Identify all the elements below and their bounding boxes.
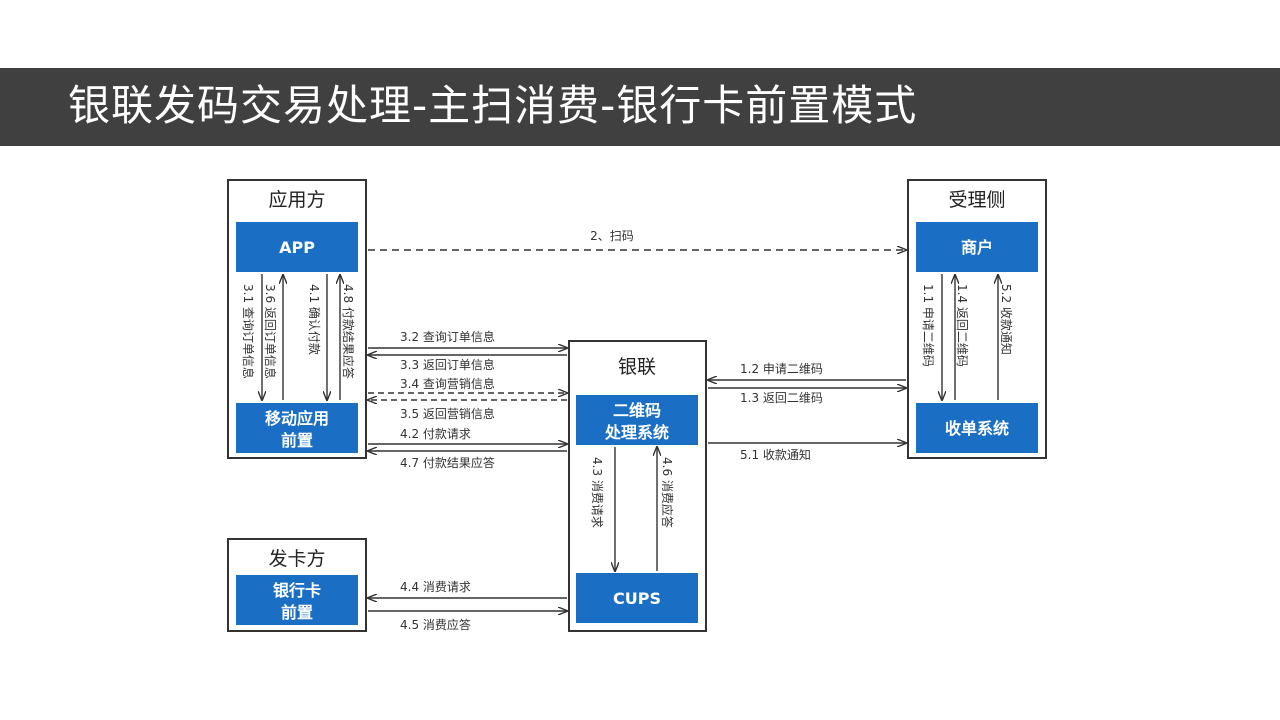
app-side-title: 应用方: [268, 189, 325, 211]
app-box-label: APP: [279, 238, 315, 257]
label-2-scan: 2、扫码: [590, 229, 634, 243]
label-4-5: 4.5 消费应答: [400, 617, 471, 632]
label-4-3: 4.3 消费请求: [590, 457, 604, 528]
bank-card-front-label-2: 前置: [281, 603, 313, 622]
label-4-4: 4.4 消费请求: [400, 580, 471, 594]
label-3-1: 3.1 查询订单信息: [241, 284, 256, 379]
label-5-2: 5.2 收款通知: [999, 284, 1013, 355]
label-3-2: 3.2 查询订单信息: [400, 329, 495, 344]
merchant-box-label: 商户: [961, 238, 993, 257]
label-1-2: 1.2 申请二维码: [740, 362, 823, 376]
acquiring-system-label: 收单系统: [945, 419, 1009, 438]
label-5-1: 5.1 收款通知: [740, 448, 811, 462]
bank-card-front-label-1: 银行卡: [273, 581, 321, 600]
label-3-4: 3.4 查询营销信息: [400, 376, 495, 391]
label-4-8: 4.8 付款结果应答: [341, 284, 356, 379]
label-3-6: 3.6 返回订单信息: [263, 284, 278, 379]
mobile-front-label-1: 移动应用: [265, 409, 329, 428]
bank-card-front-box: [236, 575, 358, 625]
issuer-title: 发卡方: [268, 548, 325, 570]
acquirer-side-title: 受理侧: [948, 189, 1005, 211]
label-1-1: 1.1 申请二维码: [921, 284, 935, 367]
qr-system-box: [576, 395, 698, 445]
acquiring-system-box: [916, 403, 1038, 453]
cups-box-label: CUPS: [613, 589, 661, 608]
label-3-3: 3.3 返回订单信息: [400, 357, 495, 372]
merchant-box: [916, 222, 1038, 272]
label-3-5: 3.5 返回营销信息: [400, 406, 495, 421]
qr-system-label-2: 处理系统: [604, 423, 669, 442]
cups-box: [576, 573, 698, 623]
label-4-1: 4.1 确认付款: [307, 284, 321, 355]
unionpay-title: 银联: [618, 356, 656, 378]
app-box: [236, 222, 358, 272]
page-title: 银联发码交易处理-主扫消费-银行卡前置模式: [68, 81, 918, 130]
label-1-4: 1.4 返回二维码: [955, 284, 969, 367]
label-1-3: 1.3 返回二维码: [740, 391, 823, 405]
mobile-front-box: [236, 403, 358, 453]
label-4-6: 4.6 消费应答: [660, 457, 675, 528]
label-4-2: 4.2 付款请求: [400, 427, 471, 441]
title-bar: 银联发码交易处理-主扫消费-银行卡前置模式: [0, 68, 1280, 146]
label-4-7: 4.7 付款结果应答: [400, 455, 495, 470]
mobile-front-label-2: 前置: [281, 431, 313, 450]
qr-system-label-1: 二维码: [613, 401, 661, 420]
